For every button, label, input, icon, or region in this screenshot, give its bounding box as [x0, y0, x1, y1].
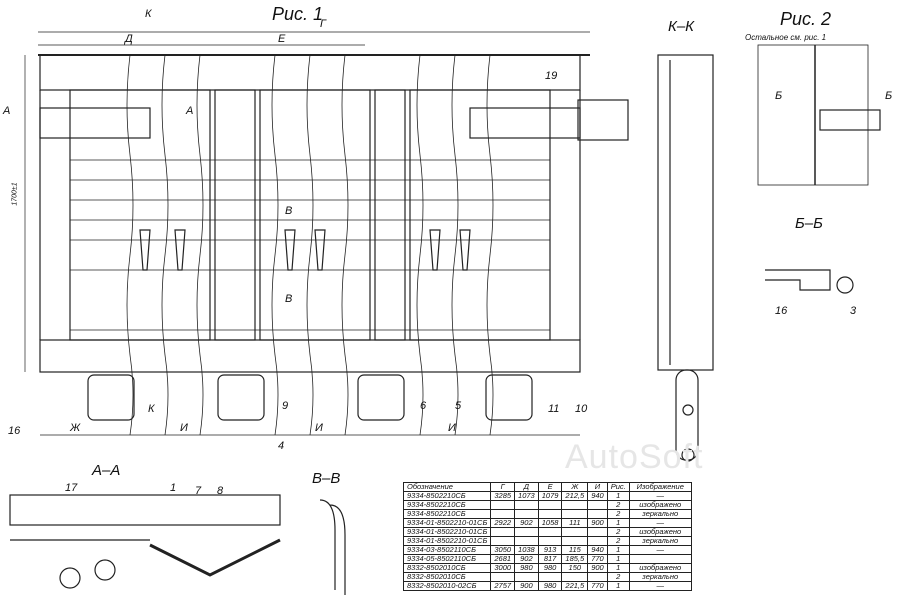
figure2-section-b-right: Б	[885, 90, 893, 102]
cell-zh	[561, 500, 589, 510]
callout-7: 17	[65, 482, 78, 494]
cell-d: 900	[514, 581, 539, 591]
cell-g	[490, 500, 516, 510]
callout-8: 10	[575, 403, 588, 415]
cell-g: 2922	[490, 518, 516, 528]
dimension-i-2: И	[315, 422, 323, 434]
callout-6: 9	[282, 400, 289, 412]
watermark: AutoSoft	[565, 438, 704, 476]
callout-11: 6	[420, 400, 427, 412]
section-k-marker: К	[145, 8, 152, 20]
callout-3: 3	[850, 305, 857, 317]
cell-e	[537, 527, 563, 537]
section-kk	[657, 54, 714, 462]
section-bb	[765, 269, 831, 291]
cell-fig: 1	[606, 581, 630, 591]
designation-table: Обозначение Г Д Е Ж И Рис. Изображение 9…	[402, 482, 692, 591]
figure1-frame	[24, 31, 629, 436]
cell-zh: 212,5	[561, 491, 589, 501]
figure2-section-b: Б	[775, 90, 783, 102]
cell-zh: 150	[561, 563, 589, 573]
section-vv	[319, 499, 346, 595]
cell-d	[514, 500, 539, 510]
cell-zh: 111	[561, 518, 589, 528]
cell-g	[490, 527, 516, 537]
view-aa-title: А–А	[92, 462, 121, 479]
cell-e: 1079	[537, 491, 563, 501]
view-kk-title: К–К	[668, 18, 695, 35]
cell-d: 902	[514, 518, 539, 528]
callout-1: 1	[170, 482, 177, 494]
dimension-g: Г	[320, 18, 326, 30]
cell-e: 1058	[537, 518, 563, 528]
figure2-title: Рис. 2	[780, 9, 832, 29]
cell-i	[587, 500, 608, 510]
callout-10: 16	[8, 425, 21, 437]
cell-g: 3285	[490, 491, 516, 501]
section-k-marker-lower: К	[148, 403, 155, 415]
cell-e	[537, 500, 563, 510]
cell-d: 980	[514, 563, 539, 573]
cell-e: 980	[537, 581, 563, 591]
cell-g: 3000	[490, 563, 516, 573]
cell-i: 900	[587, 563, 608, 573]
cell-img: —	[628, 581, 692, 591]
dimension-i-1: И	[180, 422, 188, 434]
callout-10-bb: 16	[775, 305, 788, 317]
section-v-marker: В	[285, 205, 293, 217]
view-vv-title: В–В	[312, 470, 341, 487]
figure2-note: Остальное см. рис. 1	[745, 33, 827, 42]
dimension-d: Д	[125, 33, 133, 45]
cell-des: 8332-8502010-02СБ	[402, 581, 492, 591]
cell-i: 900	[587, 518, 608, 528]
cell-g: 2757	[490, 581, 516, 591]
section-a-marker: А	[3, 105, 11, 117]
callout-4: 4	[278, 440, 285, 452]
cell-img: —	[628, 545, 692, 555]
cell-i	[587, 527, 608, 537]
callout-9: 11	[548, 403, 560, 415]
section-a-marker-right: А	[186, 105, 194, 117]
cell-e: 980	[537, 563, 563, 573]
dimension-height: 1700±1	[11, 182, 19, 206]
callout-19: 8	[217, 485, 224, 497]
view-bb-title: Б–Б	[795, 215, 823, 232]
cell-i: 770	[587, 581, 608, 591]
section-v-marker-lower: В	[285, 293, 293, 305]
section-aa	[9, 494, 281, 589]
callout-17: 19	[545, 70, 558, 82]
dimension-i-3: И	[448, 422, 456, 434]
cell-zh	[561, 527, 589, 537]
callout-5: 5	[455, 400, 462, 412]
dimension-e: Е	[278, 33, 286, 45]
figure2-view	[757, 44, 881, 186]
cell-d	[514, 527, 539, 537]
dimension-zh: Ж	[70, 422, 81, 434]
figure1-title: Рис. 1	[272, 4, 324, 24]
cell-d: 1073	[514, 491, 539, 501]
cell-i: 940	[587, 491, 608, 501]
cell-zh: 221,5	[561, 581, 589, 591]
callout-16: 7	[195, 485, 202, 497]
